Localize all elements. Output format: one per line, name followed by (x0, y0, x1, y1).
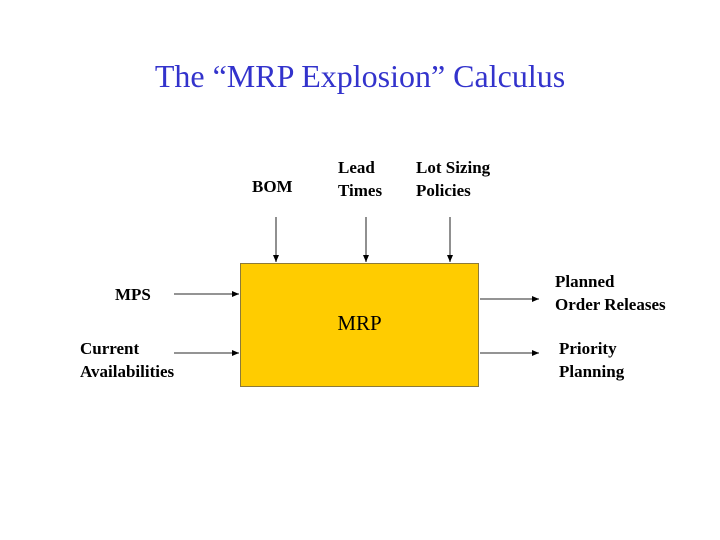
input-label-lead-times: Lead Times (338, 156, 382, 202)
planned-line2: Order Releases (555, 295, 666, 314)
mrp-label: MRP (337, 310, 382, 335)
input-label-mps: MPS (115, 283, 151, 306)
bom-label: BOM (252, 177, 293, 196)
current-availabilities-line2: Availabilities (80, 362, 175, 381)
lot-sizing-line2: Policies (416, 181, 471, 200)
priority-line2: Planning (559, 362, 625, 381)
priority-line1: Priority (559, 339, 617, 358)
input-label-lot-sizing: Lot Sizing Policies (416, 156, 490, 202)
input-label-current-availabilities: Current Availabilities (80, 337, 174, 383)
input-label-bom: BOM (252, 175, 293, 198)
lot-sizing-line1: Lot Sizing (416, 158, 491, 177)
current-availabilities-line1: Current (80, 339, 140, 358)
mrp-process-box: MRP (240, 263, 479, 387)
slide-title: The “MRP Explosion” Calculus (154, 58, 566, 94)
output-label-planned-order-releases: Planned Order Releases (555, 270, 666, 316)
lead-times-line2: Times (338, 181, 383, 200)
mps-label: MPS (115, 285, 151, 304)
output-label-priority-planning: Priority Planning (559, 337, 624, 383)
lead-times-line1: Lead (338, 158, 375, 177)
planned-line1: Planned (555, 272, 615, 291)
